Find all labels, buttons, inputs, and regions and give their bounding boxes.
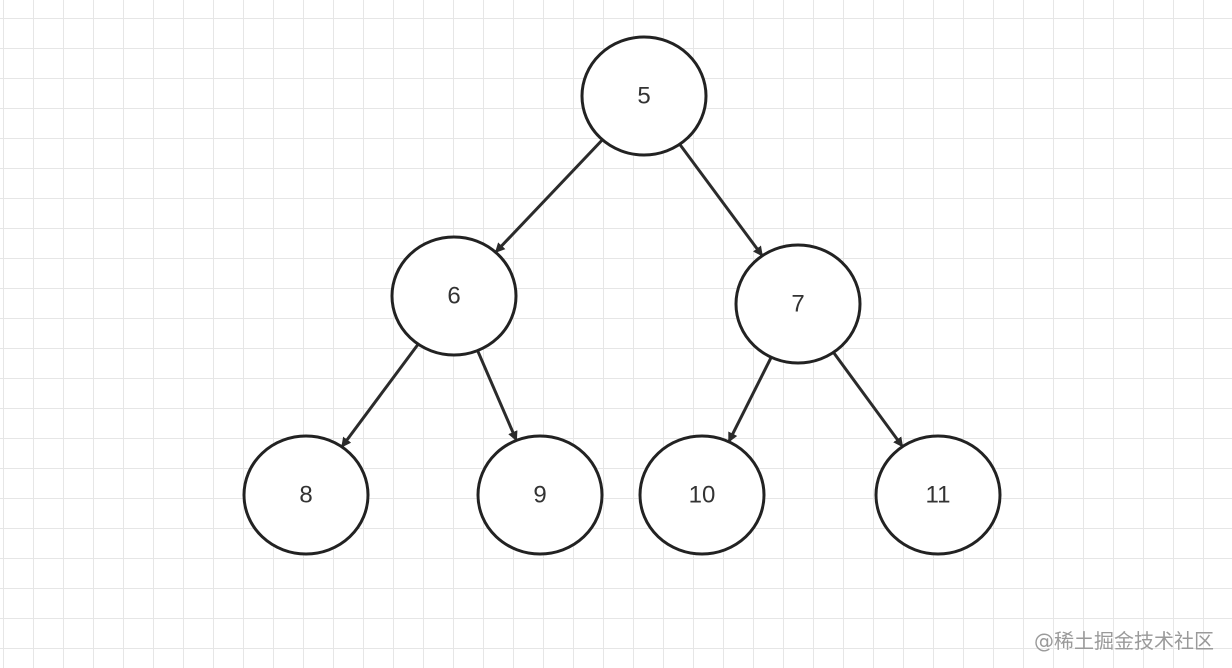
edge-arrow-n6-to-n8	[340, 343, 420, 448]
edge-arrow-n5-to-n7	[678, 143, 764, 257]
edge-arrow-n7-to-n11	[832, 351, 904, 448]
watermark-text: @稀土掘金技术社区	[1034, 629, 1214, 653]
node-label: 8	[299, 482, 312, 509]
node-circle	[242, 434, 370, 556]
tree-node-n11: 11	[874, 434, 1002, 556]
node-label: 7	[791, 291, 804, 318]
tree-node-n5: 5	[580, 35, 708, 157]
edge-arrow-n6-to-n9	[476, 349, 518, 442]
tree-node-n6: 6	[390, 235, 518, 357]
tree-node-n9: 9	[476, 434, 604, 556]
node-label: 11	[926, 482, 951, 509]
tree-node-n10: 10	[638, 434, 766, 556]
node-circle	[638, 434, 766, 556]
node-circle	[874, 434, 1002, 556]
node-label: 5	[637, 83, 650, 110]
edge-arrow-n7-to-n10	[727, 356, 773, 443]
edge-arrow-n5-to-n6	[494, 138, 604, 254]
node-circle	[580, 35, 708, 157]
nodes-layer: 5 6 7 8 9 10 11	[242, 35, 1002, 556]
node-label: 9	[533, 482, 546, 509]
node-circle	[734, 243, 862, 365]
node-label: 6	[447, 283, 460, 310]
node-circle	[390, 235, 518, 357]
tree-node-n8: 8	[242, 434, 370, 556]
node-label: 10	[689, 482, 716, 509]
tree-node-n7: 7	[734, 243, 862, 365]
node-circle	[476, 434, 604, 556]
edges-layer	[340, 138, 904, 448]
